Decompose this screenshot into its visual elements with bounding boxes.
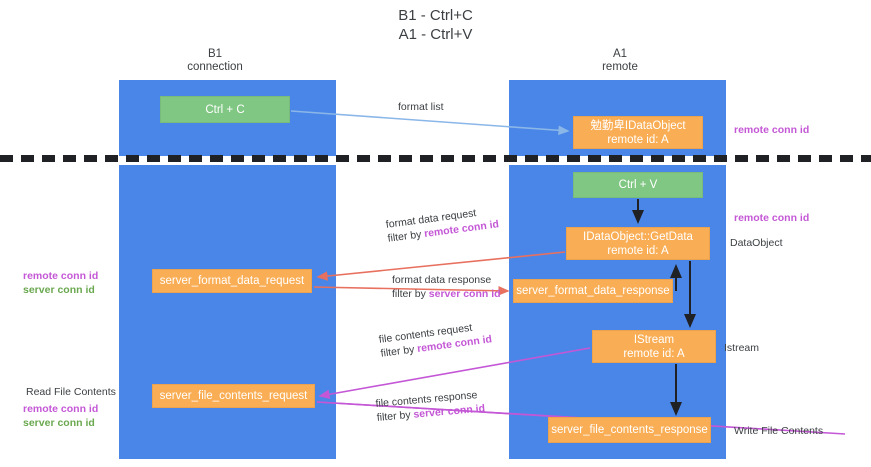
- annotation-server-conn-id: server conn id: [23, 417, 95, 429]
- annotation-remote-conn-id: remote conn id: [734, 212, 810, 224]
- node-ctrl-c-label: Ctrl + C: [205, 103, 245, 116]
- filter-prefix: filter by: [376, 408, 414, 424]
- column-header-b1-name: B1: [207, 48, 223, 60]
- node-istream[interactable]: IStream remote id: A: [592, 330, 716, 363]
- annotation-left-conn-ids-bottom: remote conn id server conn id: [23, 402, 98, 430]
- node-ctrl-v[interactable]: Ctrl + V: [573, 172, 703, 198]
- column-header-b1-role: connection: [187, 61, 243, 73]
- node-server-file-contents-request-label: server_file_contents_request: [159, 390, 308, 402]
- node-server-file-contents-response[interactable]: server_file_contents_response: [548, 417, 711, 443]
- node-server-format-data-request[interactable]: server_format_data_request: [152, 269, 312, 293]
- annotation-left-conn-ids-mid: remote conn id server conn id: [23, 269, 98, 297]
- node-istream-label: IStream: [633, 333, 675, 346]
- column-header-a1: A1 remote: [565, 48, 675, 74]
- node-server-file-contents-response-label: server_file_contents_response: [551, 424, 708, 436]
- annotation-right-remote-conn-mid: remote conn id: [734, 211, 809, 225]
- annotation-right-remote-conn-top: remote conn id: [734, 123, 809, 137]
- annotation-remote-conn-id: remote conn id: [23, 270, 99, 282]
- filter-key-server-conn-id: server conn id: [428, 288, 501, 300]
- node-istream-sub: remote id: A: [623, 347, 685, 360]
- annotation-remote-conn-id: remote conn id: [734, 124, 810, 136]
- node-idataobject-sub: remote id: A: [607, 133, 669, 146]
- node-idataobject[interactable]: 勉勤卑IDataObject remote id: A: [573, 116, 703, 149]
- node-ctrl-c[interactable]: Ctrl + C: [160, 96, 290, 123]
- page-title: B1 - Ctrl+C A1 - Ctrl+V: [0, 6, 871, 44]
- edge-label-file-contents-response: file contents response filter by server …: [375, 388, 486, 425]
- node-idataobject-getdata-sub: remote id: A: [607, 244, 669, 257]
- node-ctrl-v-label: Ctrl + V: [618, 179, 658, 191]
- edge-label-format-data-response: format data response filter by server co…: [392, 273, 501, 301]
- annotation-read-file-contents-label: Read File Contents: [26, 386, 116, 398]
- node-server-format-data-response[interactable]: server_format_data_response: [513, 279, 673, 303]
- edge-label-format-data-response-text: format data response: [392, 274, 492, 286]
- annotation-left-read-file-contents: Read File Contents: [26, 385, 116, 399]
- edge-label-format-list-text: format list: [398, 101, 444, 113]
- column-header-a1-role: remote: [602, 61, 638, 73]
- filter-prefix: filter by: [392, 288, 429, 300]
- column-header-b1: B1 connection: [160, 48, 270, 74]
- swimlane-a1-bottom: [509, 165, 726, 459]
- column-header-a1-name: A1: [612, 48, 628, 60]
- node-idataobject-getdata-label: IDataObject::GetData: [583, 230, 693, 243]
- node-idataobject-label: 勉勤卑IDataObject: [590, 119, 686, 132]
- page-title-line1: B1 - Ctrl+C: [398, 7, 473, 24]
- annotation-right-istream: Istream: [724, 341, 759, 355]
- filter-prefix: filter by: [379, 343, 418, 360]
- node-server-file-contents-request[interactable]: server_file_contents_request: [152, 384, 315, 408]
- filter-prefix: filter by: [386, 228, 425, 245]
- annotation-right-dataobject: DataObject: [730, 236, 783, 250]
- swimlane-b1-bottom: [119, 165, 336, 459]
- annotation-write-file-contents-label: Write File Contents: [734, 425, 824, 437]
- node-server-format-data-response-label: server_format_data_response: [516, 285, 670, 297]
- edge-label-file-contents-request: file contents request filter by remote c…: [378, 318, 493, 360]
- edge-label-format-data-response-filter: filter by server conn id: [392, 287, 501, 301]
- node-idataobject-getdata[interactable]: IDataObject::GetData remote id: A: [566, 227, 710, 260]
- annotation-server-conn-id: server conn id: [23, 284, 95, 296]
- annotation-istream-label: Istream: [724, 342, 760, 354]
- annotation-right-write-file-contents: Write File Contents: [734, 424, 823, 438]
- page-title-line2: A1 - Ctrl+V: [398, 26, 473, 43]
- edge-label-format-data-request: format data request filter by remote con…: [385, 203, 500, 245]
- node-server-format-data-request-label: server_format_data_request: [159, 275, 305, 287]
- annotation-dataobject-label: DataObject: [730, 237, 783, 249]
- section-divider: [0, 155, 871, 162]
- edge-label-format-list: format list: [398, 100, 444, 114]
- annotation-remote-conn-id: remote conn id: [23, 403, 99, 415]
